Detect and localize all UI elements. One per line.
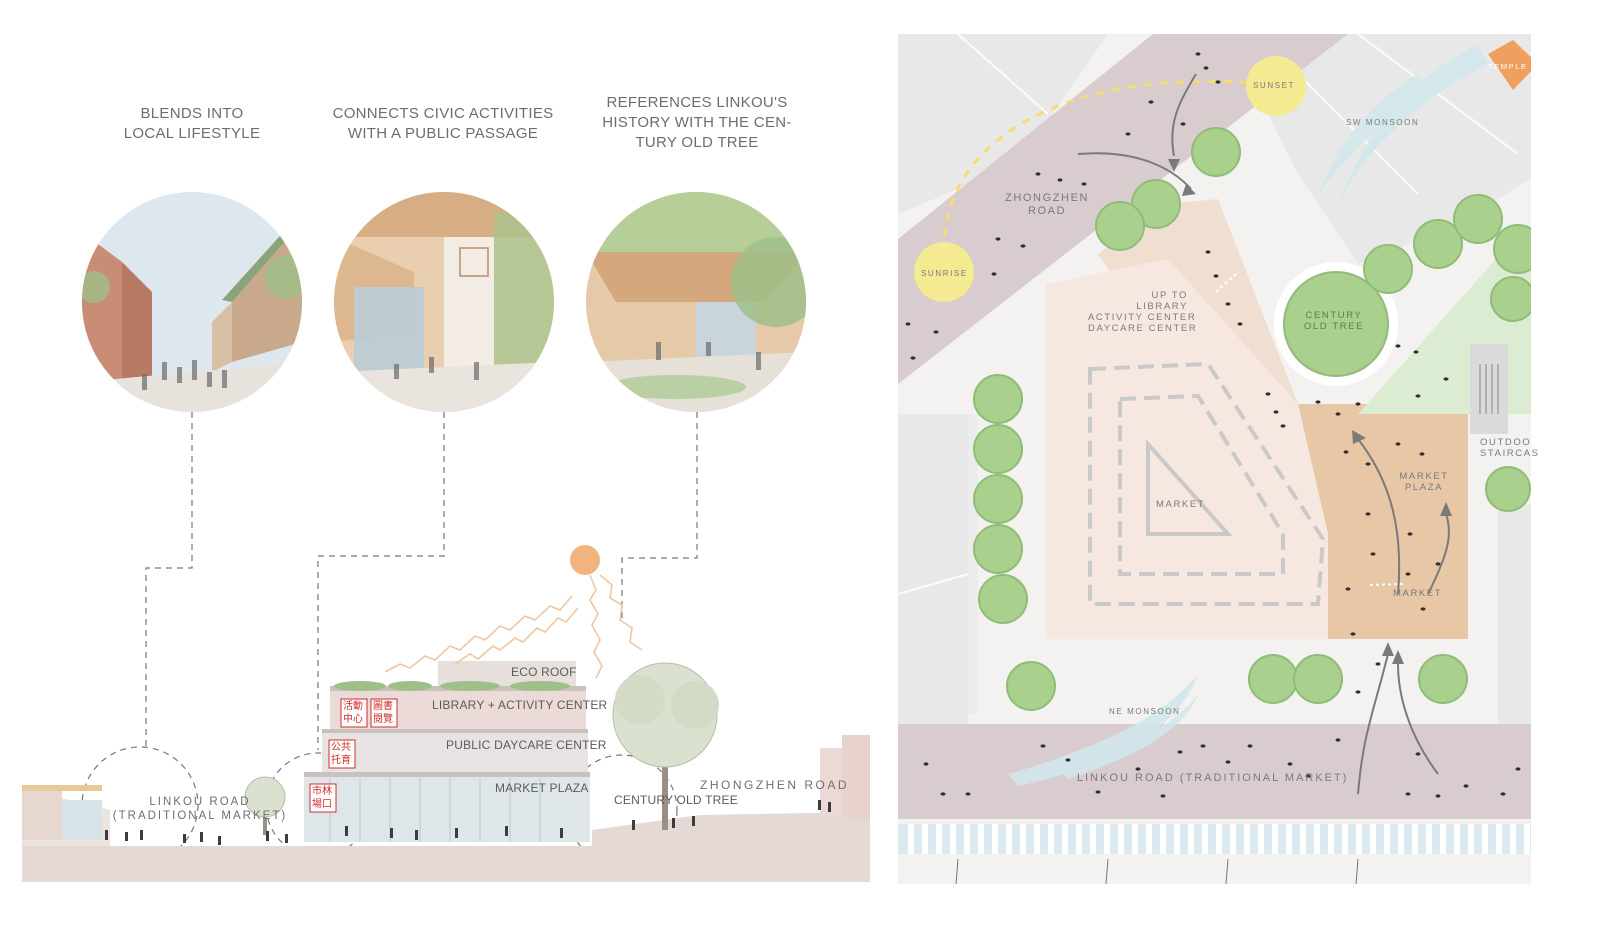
map-label-century-old-tree: CENTURY OLD TREE bbox=[1296, 310, 1372, 332]
focus-circle-tree bbox=[566, 754, 678, 866]
map-label-temple: TEMPLE bbox=[1488, 62, 1528, 71]
flow-arrow bbox=[1397, 663, 1439, 775]
label-library-activity-center: LIBRARY + ACTIVITY CENTER bbox=[432, 698, 608, 712]
caption-line: REFERENCES LINKOU'S bbox=[606, 94, 788, 111]
market-floor bbox=[1046, 259, 1328, 639]
label-linkou-road: LINKOU ROAD (TRADITIONAL MARKET) bbox=[110, 795, 290, 823]
caption-line: HISTORY WITH THE CEN- bbox=[602, 114, 792, 131]
map-label-line: OUTDOO bbox=[1480, 437, 1532, 448]
caption-line: CONNECTS CIVIC ACTIVITIES bbox=[332, 105, 554, 122]
leader-line-2 bbox=[317, 412, 445, 750]
label-linkou-line: LINKOU ROAD bbox=[149, 796, 251, 808]
building-section-drawing bbox=[22, 412, 870, 882]
sign-library-text: 圖書閱覽 bbox=[373, 701, 393, 725]
map-label-line: DAYCARE CENTER bbox=[1088, 323, 1198, 334]
ground bbox=[22, 846, 870, 882]
map-label-sunrise: SUNRISE bbox=[921, 269, 968, 278]
map-label-market-entry: MARKET bbox=[1393, 588, 1443, 599]
sign-market bbox=[309, 783, 337, 813]
sunset-marker bbox=[1246, 56, 1306, 116]
flow-arrow bbox=[1427, 513, 1450, 595]
map-label-line: UP TO bbox=[1151, 290, 1188, 301]
century-tree bbox=[1283, 271, 1389, 377]
leader-line-1 bbox=[145, 412, 193, 750]
map-label-line: LIBRARY bbox=[1136, 301, 1188, 312]
map-label-market: MARKET bbox=[1156, 499, 1206, 510]
leader-line-3 bbox=[621, 412, 698, 620]
map-label-sunset: SUNSET bbox=[1253, 81, 1296, 90]
sign-market-text: 市林場口 bbox=[312, 786, 332, 810]
caption-line: WITH A PUBLIC PASSAGE bbox=[347, 125, 539, 142]
outdoor-staircase bbox=[1470, 344, 1508, 434]
vignette-public-passage bbox=[334, 192, 554, 412]
market-plaza-area bbox=[1298, 404, 1468, 639]
caption-blends-into-local-lifestyle: BLENDS INTO LOCAL LIFESTYLE bbox=[92, 104, 292, 144]
map-label-market-plaza: MARKET PLAZA bbox=[1396, 471, 1452, 493]
map-label-line: ROAD bbox=[1027, 205, 1067, 217]
map-label-line: ZHONGZHEN bbox=[1005, 192, 1090, 204]
map-label-up-to-library: UP TO LIBRARY ACTIVITY CENTER DAYCARE CE… bbox=[1088, 290, 1198, 334]
label-market-plaza: MARKET PLAZA bbox=[495, 781, 589, 795]
label-zhongzhen-road: ZHONGZHEN ROAD bbox=[700, 778, 849, 792]
label-public-daycare-center: PUBLIC DAYCARE CENTER bbox=[446, 738, 607, 752]
map-label-line: MARKET bbox=[1399, 471, 1449, 482]
caption-connects-civic-activities: CONNECTS CIVIC ACTIVITIES WITH A PUBLIC … bbox=[318, 104, 568, 144]
flow-arrow bbox=[1357, 653, 1389, 795]
label-eco-roof: ECO ROOF bbox=[511, 665, 577, 679]
vignette-century-tree bbox=[586, 192, 806, 412]
market-plaza-floor bbox=[304, 776, 590, 842]
map-label-outdoor-staircase: OUTDOO STAIRCAS bbox=[1480, 437, 1540, 459]
caption-line: TURY OLD TREE bbox=[635, 134, 759, 151]
map-label-line: OLD TREE bbox=[1303, 321, 1365, 332]
sign-activity-text: 活動中心 bbox=[343, 701, 363, 725]
linkou-road bbox=[898, 724, 1531, 819]
sw-monsoon-symbol bbox=[1338, 44, 1488, 204]
map-label-line: STAIRCAS bbox=[1480, 448, 1540, 459]
sun-symbol bbox=[570, 545, 600, 575]
caption-line: BLENDS INTO bbox=[140, 105, 244, 122]
sign-daycare-text: 公共托育 bbox=[331, 742, 351, 766]
sign-activity-center bbox=[340, 698, 368, 728]
label-linkou-line: (TRADITIONAL MARKET) bbox=[112, 810, 288, 822]
map-label-linkou-road: LINKOU ROAD (TRADITIONAL MARKET) bbox=[1077, 772, 1349, 784]
daycare-floor bbox=[322, 732, 588, 772]
caption-references-linkou-history: REFERENCES LINKOU'S HISTORY WITH THE CEN… bbox=[592, 93, 802, 153]
map-label-sw-monsoon: SW MONSOON bbox=[1346, 118, 1420, 127]
temple-marker bbox=[1488, 40, 1531, 90]
sunrise-marker bbox=[914, 242, 974, 302]
site-plan-map bbox=[898, 34, 1531, 884]
flow-arrow bbox=[1171, 73, 1197, 157]
sun-path-arc bbox=[942, 79, 1269, 270]
caption-line: LOCAL LIFESTYLE bbox=[123, 125, 261, 142]
map-label-ne-monsoon: NE MONSOON bbox=[1109, 707, 1181, 716]
map-label-line: PLAZA bbox=[1404, 482, 1444, 493]
map-label-line: CENTURY bbox=[1305, 310, 1363, 321]
ne-monsoon-symbol bbox=[1008, 674, 1198, 786]
label-century-old-tree: CENTURY OLD TREE bbox=[614, 793, 738, 807]
map-label-zhongzhen-road: ZHONGZHEN ROAD bbox=[1005, 192, 1089, 218]
flow-arrow bbox=[1357, 438, 1401, 595]
sign-daycare bbox=[328, 739, 356, 769]
sign-library bbox=[370, 698, 398, 728]
map-label-line: ACTIVITY CENTER bbox=[1088, 312, 1197, 323]
flow-arrow bbox=[1077, 152, 1192, 190]
